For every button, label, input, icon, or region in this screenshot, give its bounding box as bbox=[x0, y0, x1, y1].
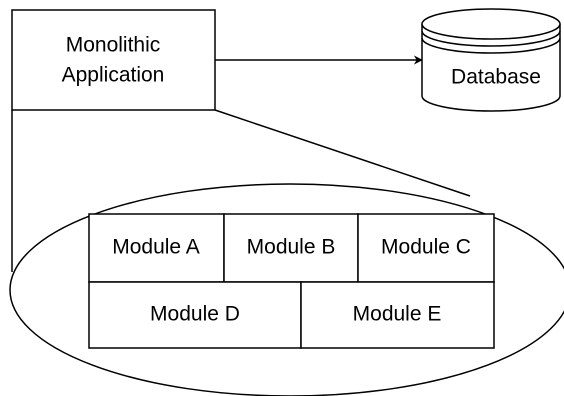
database-cylinder: Database bbox=[421, 8, 561, 112]
module-a-box: Module A bbox=[88, 213, 225, 283]
module-c-box: Module C bbox=[357, 213, 495, 283]
monolith-label-line-2: Application bbox=[62, 64, 165, 87]
module-e-label: Module E bbox=[353, 303, 442, 326]
module-d-label: Module D bbox=[150, 303, 240, 326]
zoom-connector-right bbox=[214, 109, 471, 197]
module-b-label: Module B bbox=[247, 236, 336, 259]
monolith-label-line-1: Monolithic bbox=[66, 34, 161, 57]
monolithic-application-box: Monolithic Application bbox=[11, 9, 216, 111]
database-label: Database bbox=[451, 66, 541, 89]
module-b-box: Module B bbox=[223, 213, 359, 283]
module-c-label: Module C bbox=[381, 236, 471, 259]
module-d-box: Module D bbox=[88, 281, 302, 349]
module-e-box: Module E bbox=[300, 281, 495, 349]
module-grid: Module A Module B Module C Module D Modu… bbox=[88, 213, 495, 349]
module-a-label: Module A bbox=[112, 236, 200, 259]
